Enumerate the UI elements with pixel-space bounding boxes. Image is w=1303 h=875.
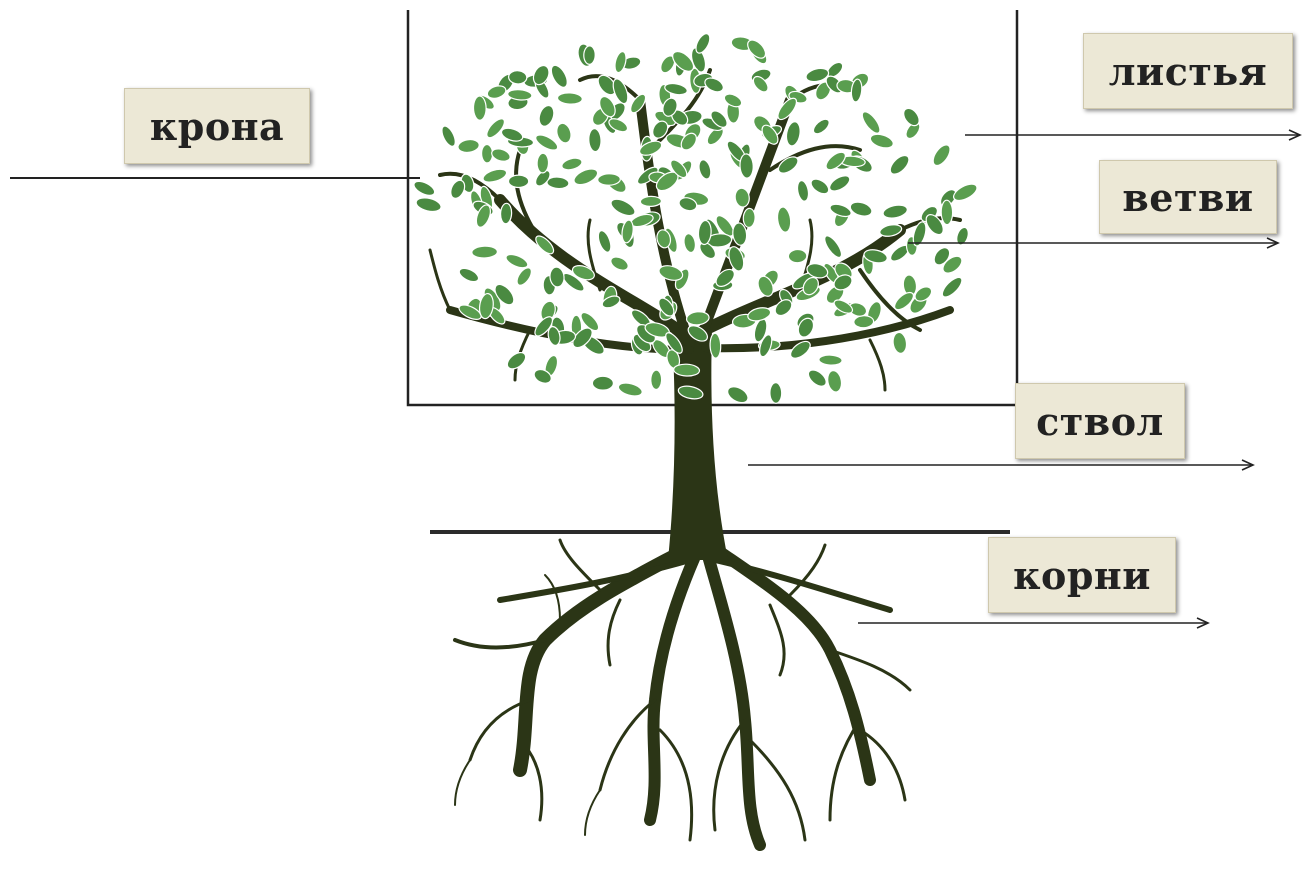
leaf-shape [596,229,614,254]
leaf-shape [849,200,874,219]
leaf-shape [609,196,638,219]
leaf-shape [930,142,954,168]
leaf-shape [819,354,843,365]
leaf-shape [584,46,596,65]
leaf-shape [827,173,852,194]
leaf-shape [826,369,843,393]
label-branches: ветви [1099,160,1277,234]
leaf-shape [473,96,486,120]
leaf-shape [859,109,883,136]
leaf-shape [951,181,979,204]
leaf-shape [500,203,512,224]
leaf-shape [682,233,696,254]
leaf-shape [939,274,965,300]
leaf-shape [537,153,549,173]
leaf-shape [785,121,802,147]
leaf-shape [743,208,756,228]
leaf-shape [941,200,953,225]
leaf-shape [710,333,721,358]
leaf-shape [598,173,621,185]
leaf-shape [882,203,909,220]
leaf-shape [640,196,661,207]
leaf-shape [853,315,873,328]
leaf-shape [805,367,829,390]
tree-roots [455,540,910,845]
leaf-shape [533,132,559,153]
leaf-shape [514,265,534,287]
leaf-shape [887,152,912,177]
label-roots: корни [988,537,1176,613]
leaf-shape [796,180,810,202]
leaf-shape [609,254,631,273]
leaf-shape [412,179,437,199]
label-trunk: ствол [1015,383,1185,459]
leaf-shape [561,156,584,172]
leaf-shape [651,370,662,390]
leaf-shape [439,124,458,148]
leaf-shape [722,92,743,110]
leaf-shape [617,381,644,399]
leaf-shape [481,144,492,163]
leaf-shape [822,233,845,260]
leaf-shape [415,196,443,214]
leaf-shape [472,246,498,259]
leaf-shape [809,176,832,197]
leaf-shape [776,206,792,233]
leaf-shape [557,92,582,104]
leaf-shape [697,159,713,181]
leaf-shape [725,384,751,406]
leaf-shape [537,104,557,129]
leaf-shape [788,249,807,263]
label-leaves: листья [1083,33,1293,109]
leaf-shape [548,63,570,90]
leaf-shape [555,122,574,145]
leaf-shape [613,51,628,74]
label-crown: крона [124,88,310,164]
leaf-shape [739,154,753,179]
leaf-shape [770,383,782,404]
leaf-shape [482,167,509,185]
leaf-shape [892,332,908,355]
leaf-shape [457,266,480,285]
leaf-shape [829,202,853,219]
leaf-shape [869,132,895,151]
leaf-shape [588,128,601,152]
leaf-shape [572,166,600,188]
leaf-shape [811,116,832,136]
leaf-shape [508,175,528,187]
leaf-shape [592,376,613,390]
leaf-shape [504,252,529,271]
leaf-shape [457,138,480,153]
leaf-shape [490,147,512,164]
leaf-shape [547,176,570,189]
